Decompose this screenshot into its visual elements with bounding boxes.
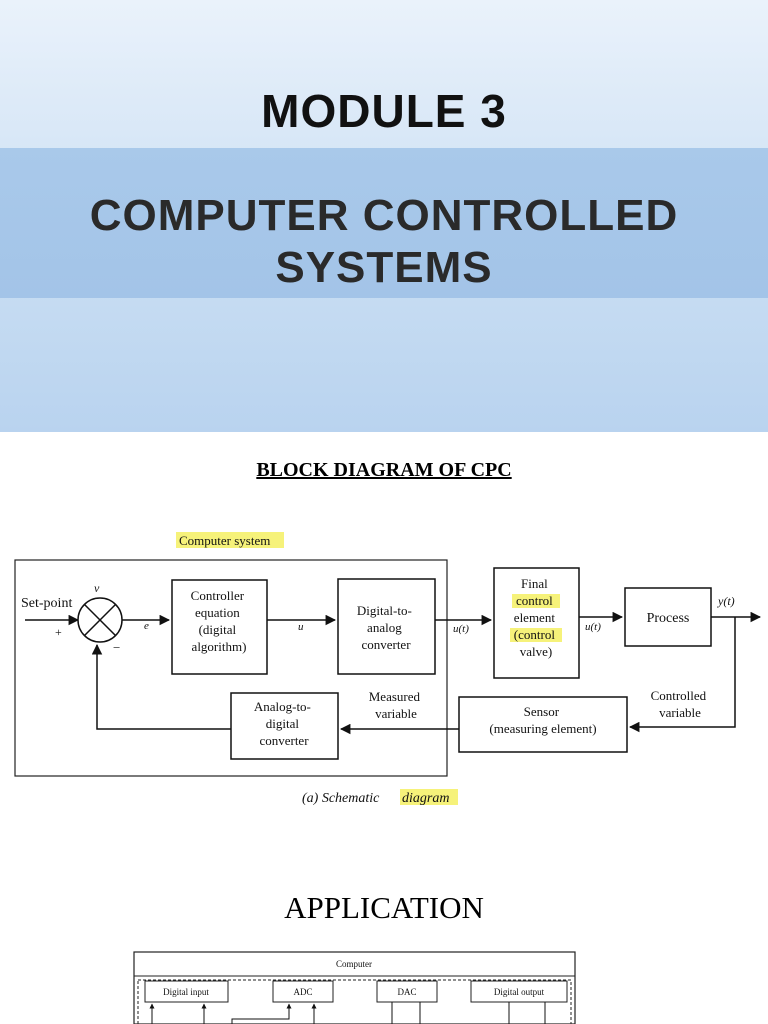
controller-box xyxy=(171,579,268,675)
caption-prefix: (a) Schematic xyxy=(302,791,380,806)
title-band xyxy=(0,148,768,298)
block-diagram-heading: BLOCK DIAGRAM OF CPC xyxy=(256,459,512,481)
measured-variable-label: Measured variable xyxy=(369,689,424,721)
ut-label-2: u(t) xyxy=(585,621,601,633)
digital-output-label: Digital output xyxy=(494,987,545,997)
digital-input-box xyxy=(144,980,229,1003)
dac-text: Digital-to- analog converter xyxy=(357,603,415,652)
adc-io-box xyxy=(272,980,334,1003)
feedback-to-junction xyxy=(91,643,231,730)
dac-box xyxy=(337,578,436,675)
controlled-variable-label: Controlled variable xyxy=(651,688,710,720)
setpoint-label: Set-point xyxy=(21,596,72,611)
summing-junction xyxy=(77,597,123,643)
process-text: Process xyxy=(647,611,690,626)
digital-input-label: Digital input xyxy=(163,987,209,997)
module-title: MODULE 3 xyxy=(261,85,507,137)
io-dashed-boundary xyxy=(137,979,572,1024)
plus-sign: + xyxy=(55,625,62,639)
digital-output-box xyxy=(470,980,568,1003)
minus-sign: − xyxy=(113,640,120,655)
sensor-box xyxy=(458,696,628,753)
dac-io-label: DAC xyxy=(397,987,416,997)
sensor-text: Sensor (measuring element) xyxy=(489,704,596,736)
computer-label: Computer xyxy=(336,959,372,969)
application-heading: APPLICATION xyxy=(284,890,484,925)
controller-text: Controller equation (digital algorithm) xyxy=(191,588,248,654)
ut-label-1: u(t) xyxy=(453,623,469,635)
control-highlight-2 xyxy=(510,628,562,642)
title-banner xyxy=(0,0,768,432)
process-box xyxy=(624,587,712,647)
feedback-to-sensor xyxy=(628,617,736,733)
diagram-highlight xyxy=(400,789,458,805)
dac-io-box xyxy=(376,980,438,1003)
computer-system-highlight xyxy=(176,532,284,548)
computer-system-boundary xyxy=(14,559,448,777)
main-title-line-2: SYSTEMS xyxy=(275,243,493,292)
final-element-text: Final control element (control valve) xyxy=(514,576,558,659)
adc-text: Analog-to- digital converter xyxy=(254,699,314,748)
computer-system-label: Computer system xyxy=(179,533,270,548)
u-label: u xyxy=(298,621,304,633)
adc-io-label: ADC xyxy=(293,987,312,997)
control-highlight-1 xyxy=(512,594,560,608)
adc-box xyxy=(230,692,339,760)
yt-label: y(t) xyxy=(717,594,735,608)
e-label: e xyxy=(144,620,149,632)
v-label: v xyxy=(94,581,100,595)
application-diagram: Computer Digital input ADC DAC Digital o… xyxy=(133,951,576,1024)
main-title-line-1: COMPUTER CONTROLLED xyxy=(89,191,679,240)
main-title: COMPUTER CONTROLLED SYSTEMS xyxy=(0,190,768,294)
final-element-box xyxy=(493,567,580,679)
caption-highlight: diagram xyxy=(402,791,449,806)
